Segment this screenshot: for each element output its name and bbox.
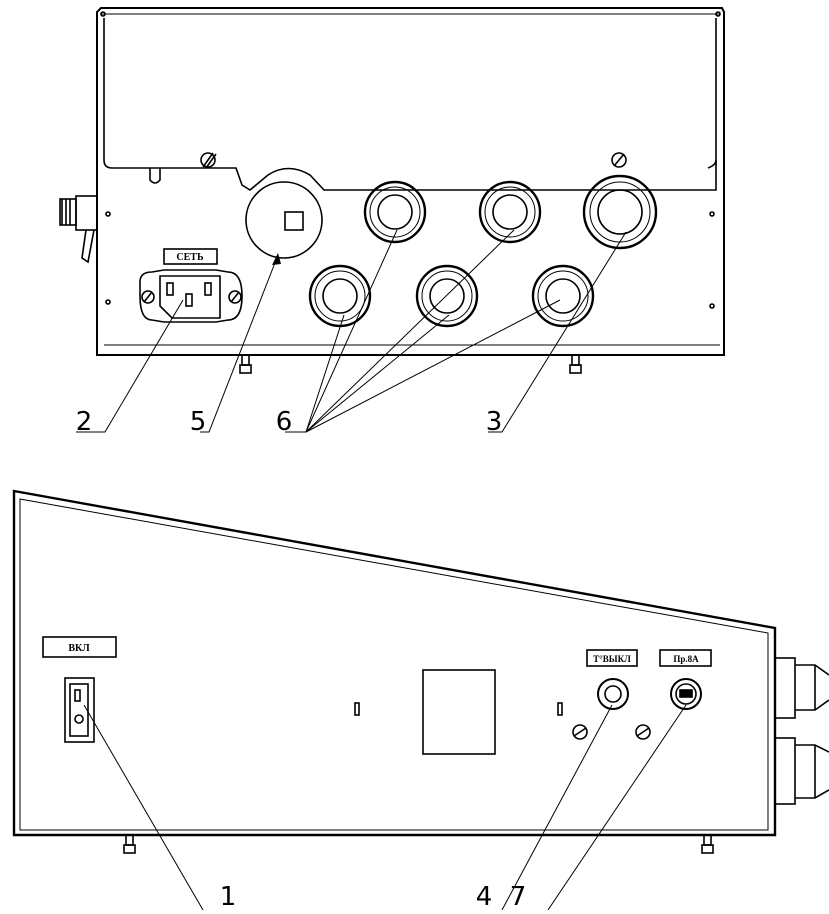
corner-screw-left [100, 11, 106, 17]
mount-hole [709, 211, 715, 217]
slot-right [557, 702, 563, 716]
rear-housing-outline [96, 7, 725, 356]
sensor-port [245, 181, 323, 259]
cable-gland-row-top [363, 174, 658, 250]
leader-lines-bottom [83, 704, 687, 911]
callout-3: 3 [486, 407, 503, 437]
rear-panel-view: СЕТЬ [59, 7, 725, 433]
callout-5: 5 [190, 407, 207, 437]
cable-gland-row-bottom [308, 264, 595, 328]
front-inner-outline [19, 498, 769, 831]
foot-left [239, 354, 252, 374]
cable-gland [478, 180, 542, 244]
socket-screw [141, 290, 155, 304]
socket-screw [228, 290, 242, 304]
mains-plate-label: СЕТЬ [176, 252, 204, 263]
fuse-plate-label: Пр.8А [673, 654, 699, 664]
lid-screw-left [200, 152, 217, 169]
callout-1: 1 [220, 882, 237, 910]
fuse-plate-frame [659, 649, 712, 667]
fuse-holder [670, 678, 702, 710]
callouts: 2 5 6 3 1 4 7 [76, 407, 527, 912]
cable-gland [363, 180, 427, 244]
corner-screw-right [715, 11, 721, 17]
side-connector [59, 195, 98, 264]
cable-gland-large [582, 174, 658, 250]
panel-screw [635, 724, 651, 740]
panel-screw [572, 724, 588, 740]
side-gland-upper [774, 657, 829, 719]
cable-gland [415, 264, 479, 328]
mains-socket [139, 248, 243, 323]
lid-lower-edge [103, 18, 717, 191]
hook-slot [149, 168, 161, 184]
arrowhead [272, 253, 281, 265]
callout-6: 6 [276, 407, 293, 437]
power-plate-frame [42, 636, 117, 658]
foot-front-left [123, 834, 136, 854]
display-cutout [422, 669, 496, 755]
mount-hole [105, 299, 111, 305]
slot-left [354, 702, 360, 716]
front-housing-outline [12, 489, 777, 837]
leader-lines-top [76, 229, 627, 433]
temp-switch [597, 678, 629, 710]
mount-hole [105, 211, 111, 217]
lid-screw-right [611, 152, 627, 168]
mount-hole [709, 303, 715, 309]
side-gland-lower [774, 737, 829, 805]
callout-2: 2 [76, 407, 93, 437]
power-plate-label: ВКЛ [68, 643, 90, 654]
foot-front-right [701, 834, 714, 854]
temp-plate-label: Т°ВЫКЛ [593, 654, 631, 664]
cable-gland [531, 264, 595, 328]
callout-7: 7 [510, 882, 527, 910]
front-panel-view: ВКЛ Т°ВЫКЛ Пр.8А [12, 489, 829, 911]
cable-gland [308, 264, 372, 328]
temp-plate-frame [586, 649, 638, 667]
foot-right [569, 354, 582, 374]
power-switch [64, 677, 95, 743]
callout-4: 4 [476, 882, 493, 910]
